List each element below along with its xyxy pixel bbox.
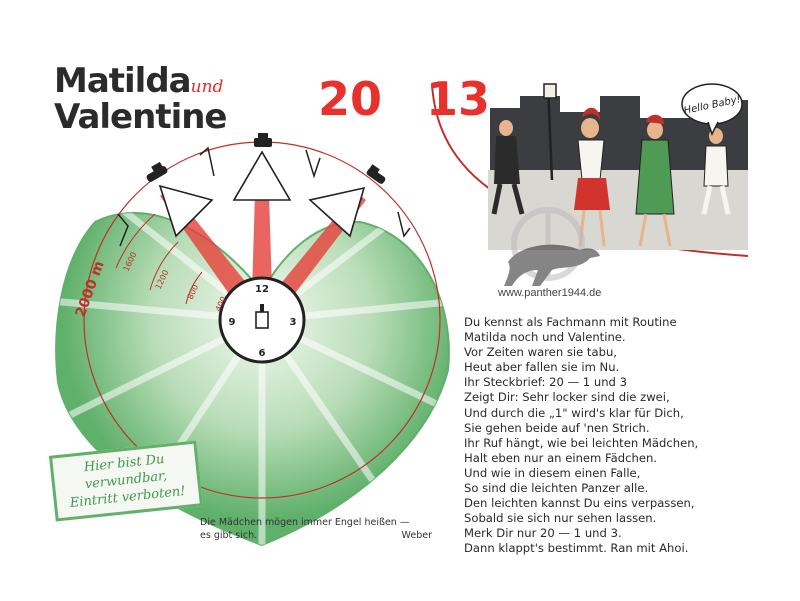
poem-line: Ihr Steckbrief: 20 — 1 und 3 xyxy=(464,375,627,390)
poem-line: Dann klappt's bestimmt. Ran mit Ahoi. xyxy=(464,541,689,556)
title-matilda: Matildaund xyxy=(54,64,227,102)
watermark-url: www.panther1944.de xyxy=(498,287,602,299)
tank-icon xyxy=(254,133,272,147)
title-und: und xyxy=(190,77,224,97)
caption-author: Weber xyxy=(401,530,432,541)
tank-icon xyxy=(366,164,386,184)
poem-line: Den leichten kannst Du eins verpassen, xyxy=(464,496,695,511)
caption-line-2: es gibt sich. xyxy=(200,530,258,541)
poem-line: Matilda noch und Valentine. xyxy=(464,330,626,345)
sight-triangle-right xyxy=(308,186,366,238)
poem-line: Heut aber fallen sie im Nu. xyxy=(464,360,620,375)
poem-line: Sie gehen beide auf 'nen Strich. xyxy=(464,420,650,435)
poem-line: Und durch die „1" wird's klar für Dich, xyxy=(464,405,684,420)
soldier-icon xyxy=(255,311,269,329)
poem-line: Halt eben nur an einem Fädchen. xyxy=(464,450,657,465)
tank-icon xyxy=(146,161,168,182)
clock-6: 6 xyxy=(259,348,266,359)
title-line1: Matilda xyxy=(54,61,192,101)
poem-line: Sobald sie sich nur sehen lassen. xyxy=(464,511,657,526)
street-scene-illustration: Hello Baby! xyxy=(431,83,749,257)
quote-caption: Die Mädchen mögen immer Engel heißen — e… xyxy=(200,516,432,542)
sight-triangle-center xyxy=(232,150,292,201)
range-arc-1200 xyxy=(149,241,179,291)
year-part-2: 13 xyxy=(426,72,491,126)
clock-9: 9 xyxy=(229,317,236,328)
poem-line: Und wie in diesem einen Falle, xyxy=(464,465,641,480)
poem-line: Du kennst als Fachmann mit Routine xyxy=(464,315,677,329)
poem-line: So sind die leichten Panzer alle. xyxy=(464,481,649,496)
poem-line: Merk Dir nur 20 — 1 und 3. xyxy=(464,526,622,541)
poem-line: Zeigt Dir: Sehr locker sind die zwei, xyxy=(464,390,670,405)
direction-ticks xyxy=(117,146,411,247)
page-title: Matildaund Valentine xyxy=(54,64,227,137)
panther-logo xyxy=(504,207,600,286)
clock-12: 12 xyxy=(255,284,269,295)
poem-line: Ihr Ruf hängt, wie bei leichten Mädchen, xyxy=(464,435,699,450)
poem: Du kennst als Fachmann mit Routine Matil… xyxy=(464,315,698,557)
poem-line: Vor Zeiten waren sie tabu, xyxy=(464,345,617,360)
title-valentine: Valentine xyxy=(54,97,227,137)
sight-triangle-left xyxy=(158,184,214,238)
range-arc-1600 xyxy=(115,213,156,269)
range-arc-800 xyxy=(185,271,203,305)
year-part-1: 20 xyxy=(318,72,383,126)
clock-3: 3 xyxy=(290,317,297,328)
caption-line-1: Die Mädchen mögen immer Engel heißen — xyxy=(200,517,410,528)
